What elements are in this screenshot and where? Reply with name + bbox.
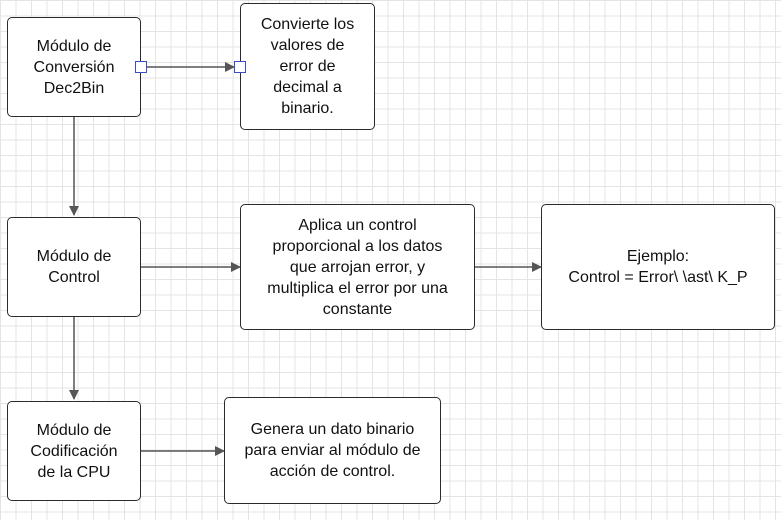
node-codif-module[interactable]: Módulo de Codificación de la CPU — [7, 401, 141, 501]
node-dec2bin-description[interactable]: Convierte los valores de error de decima… — [240, 3, 375, 130]
connection-handle-source[interactable] — [135, 61, 147, 73]
node-dec2bin-description-label: Convierte los valores de error de decima… — [260, 16, 355, 117]
node-example[interactable]: Ejemplo: Control = Error\ \ast\ K_P — [541, 204, 775, 330]
node-codif-description-label: Genera un dato binario para enviar al mó… — [244, 421, 421, 480]
node-codif-label: Módulo de Codificación de la CPU — [30, 421, 118, 481]
node-example-label: Ejemplo: Control = Error\ \ast\ K_P — [568, 248, 748, 286]
node-dec2bin-label: Módulo de Conversión Dec2Bin — [33, 37, 115, 97]
connection-handle-target[interactable] — [234, 61, 246, 73]
node-control-description[interactable]: Aplica un control proporcional a los dat… — [240, 204, 475, 330]
node-control-module[interactable]: Módulo de Control — [7, 217, 141, 317]
node-dec2bin-module[interactable]: Módulo de Conversión Dec2Bin — [7, 17, 141, 117]
node-codif-description[interactable]: Genera un dato binario para enviar al mó… — [224, 397, 441, 504]
node-control-description-label: Aplica un control proporcional a los dat… — [267, 216, 448, 318]
node-control-label: Módulo de Control — [36, 248, 112, 286]
